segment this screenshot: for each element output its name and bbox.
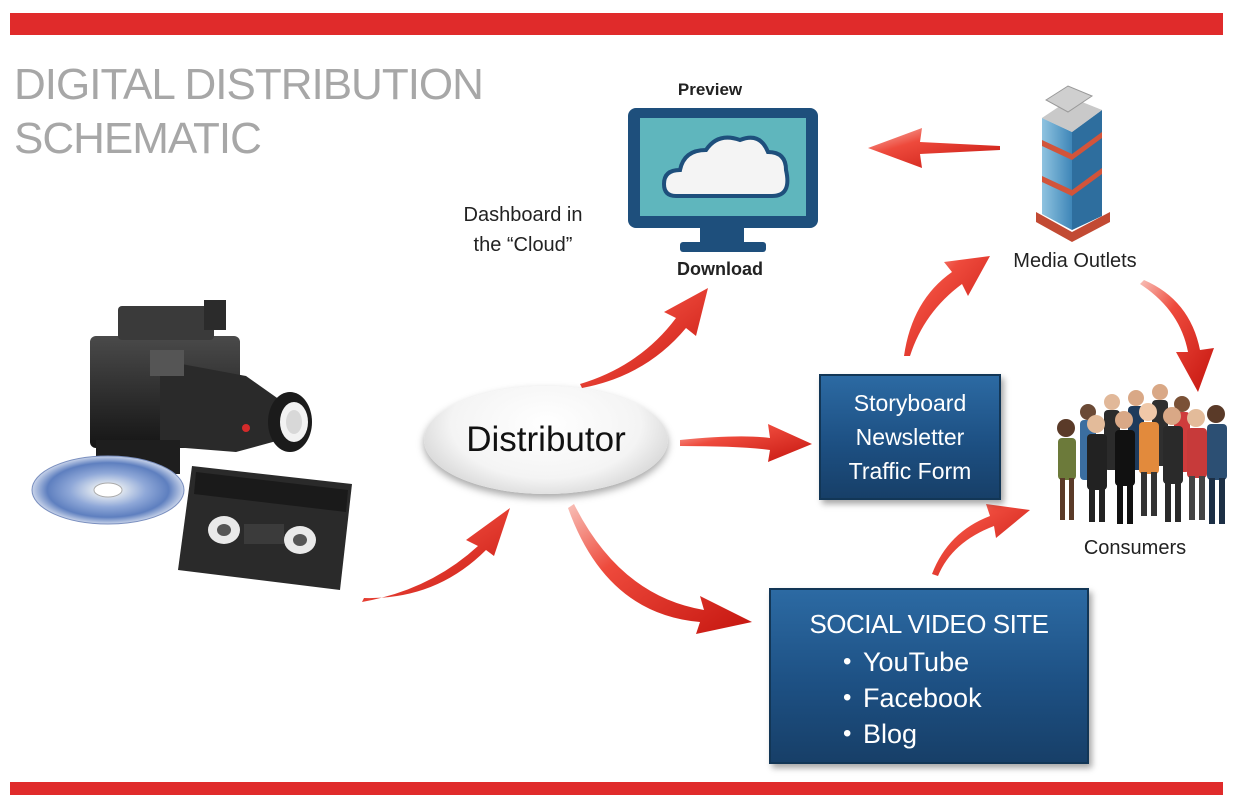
video-camera-icon	[90, 300, 312, 474]
title-line-1: DIGITAL DISTRIBUTION	[14, 60, 484, 109]
arrow-media-to-preview	[868, 128, 1000, 168]
arrow-distributor-to-download	[580, 288, 708, 388]
dashboard-label-line-2: the “Cloud”	[473, 234, 573, 256]
people-group-icon	[1057, 384, 1227, 524]
distributor-node: Distributor	[424, 386, 668, 494]
arrow-media-to-consumers	[1140, 280, 1214, 392]
media-outlets-label: Media Outlets	[1013, 250, 1137, 272]
arrow-distributor-to-social	[568, 504, 752, 634]
top-accent-bar	[10, 13, 1223, 35]
dvd-disc-icon	[31, 455, 185, 525]
consumers-label: Consumers	[1083, 537, 1187, 559]
dashboard-label: Dashboard in the “Cloud”	[428, 200, 618, 260]
video-cassette-icon	[178, 466, 352, 590]
social-box-heading: SOCIAL VIDEO SITE	[809, 609, 1049, 639]
arrow-distributor-to-storyboard	[680, 424, 812, 462]
arrow-tape-to-distributor	[362, 508, 510, 602]
page-title: DIGITAL DISTRIBUTION SCHEMATIC	[14, 58, 574, 166]
monitor-cloud-icon	[628, 108, 818, 252]
social-video-site-box: SOCIAL VIDEO SITE YouTube Facebook Blog	[769, 588, 1089, 764]
title-line-2: SCHEMATIC	[14, 114, 262, 163]
bottom-accent-bar	[10, 782, 1223, 795]
storyboard-box: Storyboard Newsletter Traffic Form	[819, 374, 1001, 500]
list-item: Facebook	[771, 680, 1087, 716]
download-label: Download	[677, 259, 763, 279]
social-site-list: YouTube Facebook Blog	[771, 644, 1087, 752]
office-building-icon	[1036, 85, 1110, 242]
storyboard-line-2: Newsletter	[855, 424, 965, 450]
preview-label: Preview	[677, 80, 743, 99]
arrow-social-to-consumers	[932, 504, 1030, 576]
dashboard-label-line-1: Dashboard in	[463, 204, 583, 226]
list-item: YouTube	[771, 644, 1087, 680]
storyboard-line-3: Traffic Form	[848, 458, 972, 484]
storyboard-line-1: Storyboard	[853, 390, 967, 416]
list-item: Blog	[771, 716, 1087, 752]
arrow-storyboard-to-media	[904, 256, 990, 356]
